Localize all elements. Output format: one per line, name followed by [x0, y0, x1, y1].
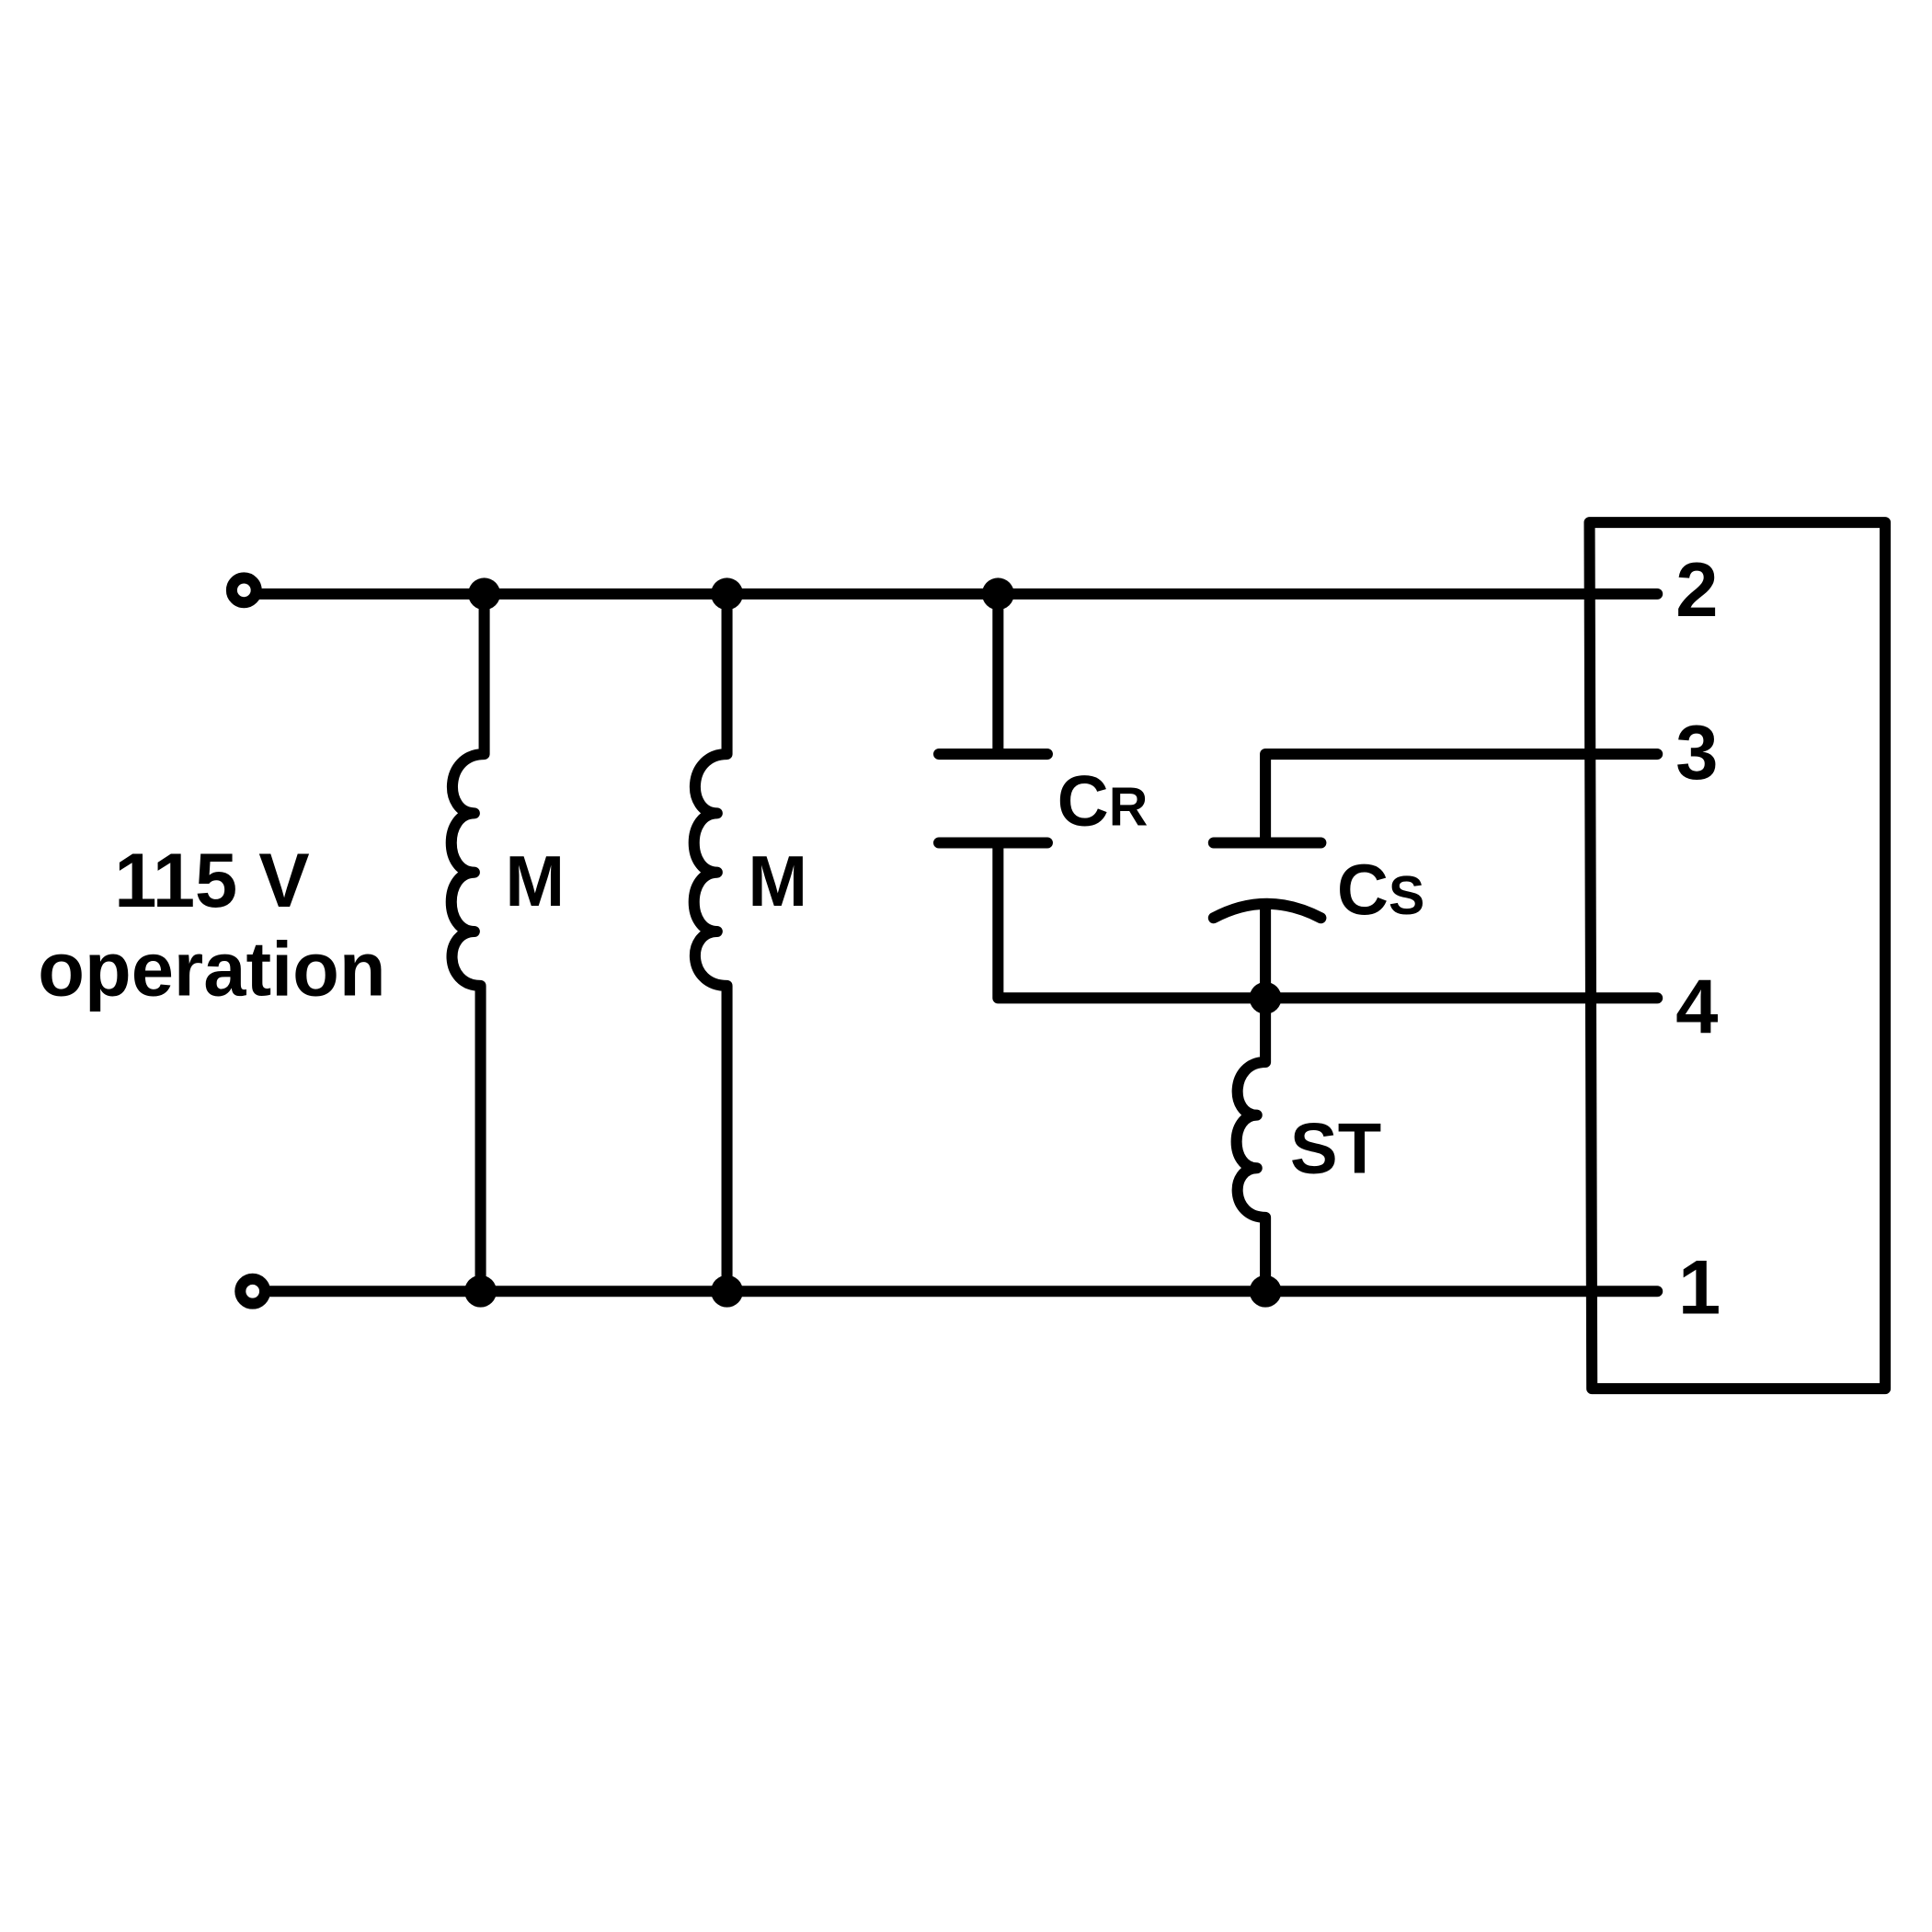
start-capacitor-label: CS: [1337, 851, 1424, 930]
terminal-3-label: 3: [1675, 710, 1718, 795]
junction-nodes: [464, 577, 1282, 1308]
terminal-leads: [1583, 749, 1663, 1004]
start-winding-label: ST: [1290, 1110, 1381, 1189]
main-winding-1-label: M: [505, 842, 565, 921]
supply-voltage-label: 115 V: [114, 838, 309, 923]
terminal-2-label: 2: [1675, 547, 1718, 633]
run-capacitor-label: CR: [1057, 762, 1149, 841]
terminal-4-label: 4: [1675, 964, 1718, 1049]
start-capacitor-symbol: [1207, 749, 1595, 1004]
supply-operation-label: operation: [38, 927, 385, 1012]
main-winding-1-coil: [445, 588, 490, 1298]
start-winding-coil: [1230, 992, 1272, 1298]
terminal-board: [1583, 517, 1892, 1395]
run-capacitor-symbol: [932, 588, 1595, 1004]
main-winding-2-coil: [688, 588, 733, 1298]
main-winding-2-label: M: [748, 842, 807, 921]
terminal-1-label: 1: [1678, 1244, 1721, 1330]
